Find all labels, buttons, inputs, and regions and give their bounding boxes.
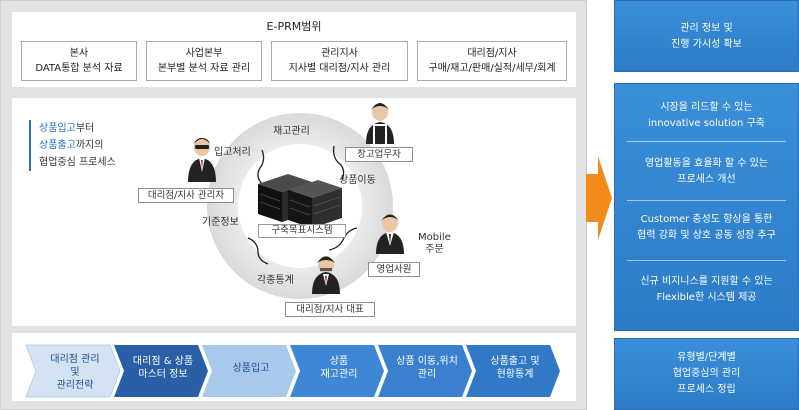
scope-box-hq: 본사 DATA통합 분석 자료 [21, 41, 137, 81]
scope-box-division: 사업본부 본부별 분석 자료 관리 [146, 41, 262, 81]
flow-step-4 [290, 345, 384, 397]
divider-4 [247, 237, 269, 265]
flow-step-4-label: 상품 재고관리 [320, 356, 358, 380]
process-flow-arrows [25, 344, 560, 398]
goal-item-1: 시장을 리드할 수 있는 innovative solution 구축 [648, 102, 765, 129]
scope-panel: E-PRM범위 본사 DATA통합 분석 자료 사업본부 본부별 분석 자료 관… [12, 12, 576, 87]
role-agency-head: 대리점/지사 대표 [285, 302, 375, 317]
role-agency-manager: 대리점/지사 관리자 [138, 188, 234, 203]
flow-step-6-label: 상품출고 및 현황통계 [490, 356, 540, 380]
scope-box-branch: 관리지사 지사별 대리점/지사 관리 [271, 41, 408, 81]
segment-statistics: 각종통계 [257, 275, 294, 286]
target-system-label: 구축목표시스템 [258, 224, 346, 238]
goal-item-2: 영업활동을 효율화 할 수 있는 프로세스 개선 [644, 158, 769, 185]
role-sales: 영업사원 [368, 262, 420, 277]
warehouse-worker-icon [366, 103, 394, 144]
goal-divider [627, 141, 786, 142]
server-icon [258, 174, 342, 228]
segment-receiving: 입고처리 [214, 147, 251, 158]
process-flow-panel: 대리점 관리 및 관리전략 대리점 & 상품 마스터 정보 상품입고 상품 재고… [12, 333, 576, 401]
flow-step-3-label: 상품입고 [232, 362, 270, 374]
scope-title: E-PRM범위 [266, 20, 322, 33]
flow-step-1 [25, 344, 121, 398]
segment-inventory: 재고관리 [273, 126, 310, 137]
flow-step-2 [114, 345, 208, 397]
goal-item-4: 신규 비지니스를 지원할 수 있는 Flexible한 시스템 제공 [640, 276, 773, 303]
goal-divider [627, 200, 786, 201]
flow-step-3 [202, 345, 296, 397]
agency-head-icon [312, 256, 340, 294]
goal-item-3: Customer 충성도 향상을 통한 협력 강화 및 상호 공동 성장 추구 [637, 214, 776, 241]
manager-person-icon [188, 138, 216, 182]
process-cycle-panel: 상품입고부터 상품출고까지의 협업중심 프로세스 [12, 98, 576, 326]
flow-step-6 [466, 345, 560, 397]
divider-3 [328, 227, 358, 251]
flow-step-1-label: 대리점 관리 및 관리전략 [50, 353, 100, 391]
role-warehouse: 창고업무자 [345, 147, 413, 162]
flow-step-2-label: 대리점 & 상품 마스터 정보 [132, 356, 194, 380]
big-arrow-icon [586, 156, 612, 240]
goal-box-process: 유형별/단계별 협업중심의 관리 프로세스 정립 [614, 338, 799, 410]
divider-2 [332, 145, 345, 181]
goal-box-strategies: 시장을 리드할 수 있는 innovative solution 구축 영업활동… [614, 83, 799, 331]
segment-master-data: 기준정보 [202, 217, 239, 228]
goal-divider [627, 260, 786, 261]
divider-1 [257, 149, 265, 185]
process-note: 상품입고부터 상품출고까지의 협업중심 프로세스 [29, 120, 116, 171]
mobile-order-label: Mobile 주문 [418, 232, 451, 255]
flow-step-5-label: 상품 이동,위치 관리 [396, 356, 458, 380]
goal-box-visibility: 관리 정보 및 진행 가시성 확보 [614, 0, 799, 72]
sales-rep-icon [376, 214, 404, 254]
scope-box-agency: 대리점/지사 구매/재고/판매/실적/세무/회계 [417, 41, 567, 81]
segment-transfer: 상품이동 [339, 175, 376, 186]
diagram-frame: E-PRM범위 본사 DATA통합 분석 자료 사업본부 본부별 분석 자료 관… [0, 0, 587, 410]
flow-step-5 [378, 345, 472, 397]
